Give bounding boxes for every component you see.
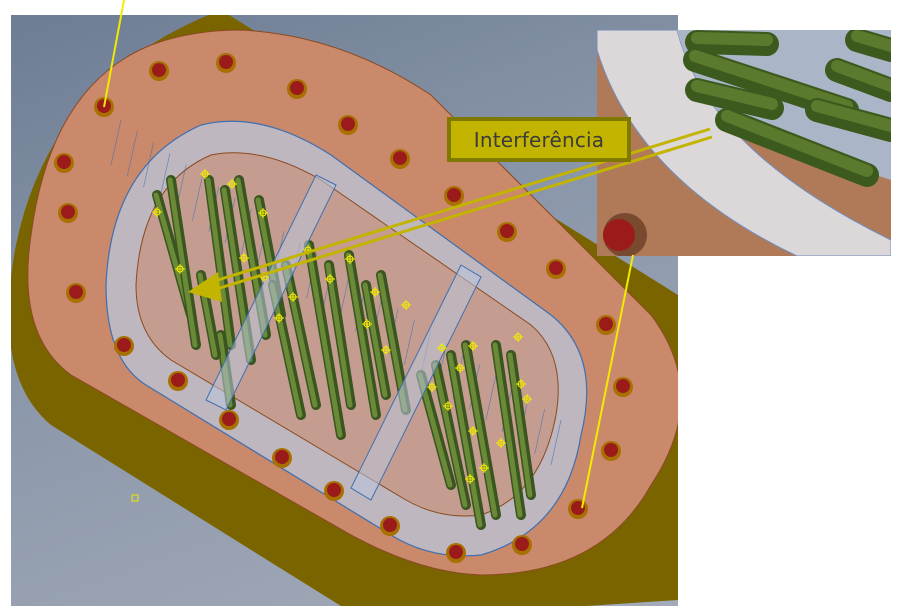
inset-tube-highlight <box>689 50 853 112</box>
bolt-head <box>327 483 341 497</box>
crosshair-icon <box>455 363 465 373</box>
inset-tube-highlight <box>691 32 773 46</box>
bolt-head <box>599 317 613 331</box>
bolt-head <box>57 155 71 169</box>
crosshair-icon <box>288 292 298 302</box>
crosshair-icon <box>468 426 478 436</box>
tube-highlight <box>362 282 388 398</box>
crosshair-icon <box>401 300 411 310</box>
wire-segment <box>534 408 546 454</box>
bolt-head <box>500 224 514 238</box>
crosshair-icon <box>381 345 391 355</box>
crosshair-icon <box>496 438 506 448</box>
bolt-head <box>341 117 355 131</box>
crosshair-icon <box>522 394 532 404</box>
crosshair-icon <box>437 343 447 353</box>
tube-highlight <box>462 342 498 518</box>
bolt-head <box>515 537 529 551</box>
crosshair-icon <box>468 341 478 351</box>
bolt-head <box>117 338 131 352</box>
wire-segment <box>159 153 171 199</box>
bolt-head <box>219 55 233 69</box>
wire-segment <box>550 419 562 466</box>
bolt-head <box>69 285 83 299</box>
crosshair-icon <box>443 401 453 411</box>
tube-highlight <box>432 362 468 508</box>
bolt-head <box>222 412 236 426</box>
wire-segment <box>485 375 497 421</box>
bolt-head <box>61 205 75 219</box>
bolt-head <box>447 188 461 202</box>
bolt-head <box>97 99 111 113</box>
crosshair-icon <box>479 463 489 473</box>
interference-callout[interactable]: Interferência <box>447 117 631 162</box>
bolt-head <box>393 151 407 165</box>
bolt-head <box>383 518 397 532</box>
wire-segment <box>403 319 415 366</box>
bolt-head <box>449 545 463 559</box>
tube-highlight <box>492 342 523 518</box>
wire-segment <box>192 175 203 221</box>
crosshair-icon <box>274 313 284 323</box>
bolt-head <box>275 450 289 464</box>
inset-tube-highlight <box>831 60 891 92</box>
tube-highlight <box>417 372 453 488</box>
tube-highlight <box>447 352 483 528</box>
tube-highlight <box>167 177 198 348</box>
bolt-head <box>616 379 630 393</box>
crosshair-icon <box>362 319 372 329</box>
square-outline-icon[interactable] <box>131 494 139 502</box>
callout-label: Interferência <box>473 127 605 152</box>
bolt-head <box>549 261 563 275</box>
inset-tube-highlight <box>811 100 891 132</box>
crosshair-icon <box>152 207 162 217</box>
tube-highlight <box>507 352 533 498</box>
model-scene[interactable] <box>11 15 678 606</box>
detail-scene <box>597 30 891 256</box>
cad-3d-viewport[interactable] <box>11 15 678 606</box>
wire-segment <box>110 119 122 166</box>
wire-segment <box>143 142 154 188</box>
bolt-head <box>290 81 304 95</box>
crosshair-icon <box>427 382 437 392</box>
inset-tube-highlight <box>721 110 873 177</box>
bolt-head <box>604 443 618 457</box>
crosshair-icon <box>513 332 523 342</box>
crosshair-icon <box>465 474 475 484</box>
bolt-head <box>571 501 585 515</box>
inset-tube-highlight <box>691 80 778 110</box>
inset-bolt <box>603 219 635 251</box>
bolt-head <box>152 63 166 77</box>
detail-inset-view <box>597 30 891 256</box>
crosshair-icon <box>516 379 526 389</box>
inset-tubes <box>683 30 891 187</box>
inset-tube-highlight <box>851 30 891 52</box>
bolt-head <box>171 373 185 387</box>
crosshair-icon <box>175 264 185 274</box>
wire-segment <box>126 131 138 177</box>
